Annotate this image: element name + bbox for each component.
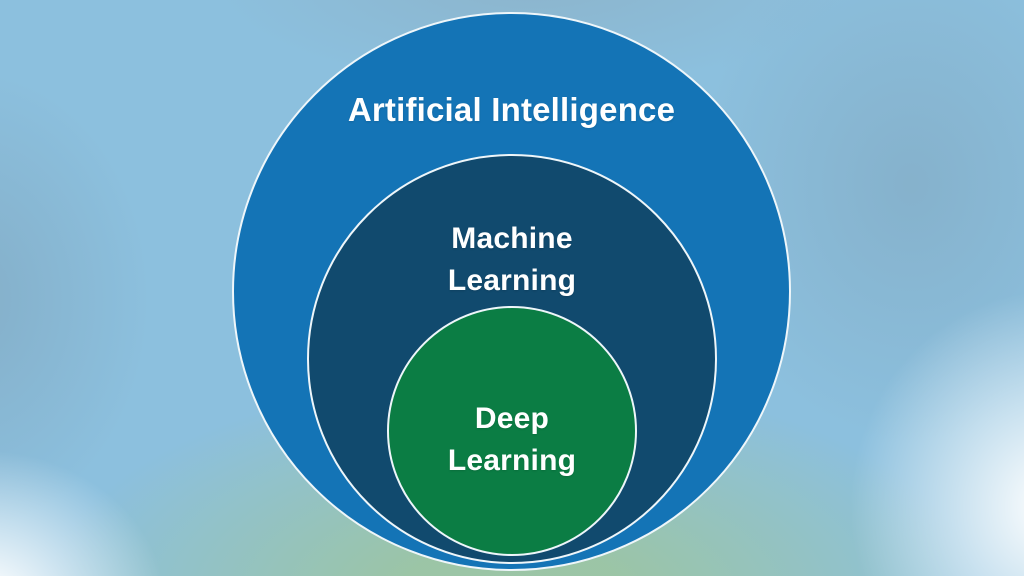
artificial-intelligence-label: Artificial Intelligence — [234, 90, 789, 130]
artificial-intelligence-label-line: Artificial Intelligence — [347, 91, 676, 128]
deep-learning-label-line-2: Learning — [447, 444, 577, 477]
machine-learning-label-line-1: Machine — [451, 222, 573, 255]
deep-learning-label: Deep Learning — [389, 398, 635, 482]
machine-learning-label: Machine Learning — [309, 218, 715, 302]
machine-learning-label-line-2: Learning — [447, 264, 577, 297]
deep-learning-circle: Deep Learning — [387, 306, 637, 556]
deep-learning-label-line-1: Deep — [474, 402, 550, 435]
